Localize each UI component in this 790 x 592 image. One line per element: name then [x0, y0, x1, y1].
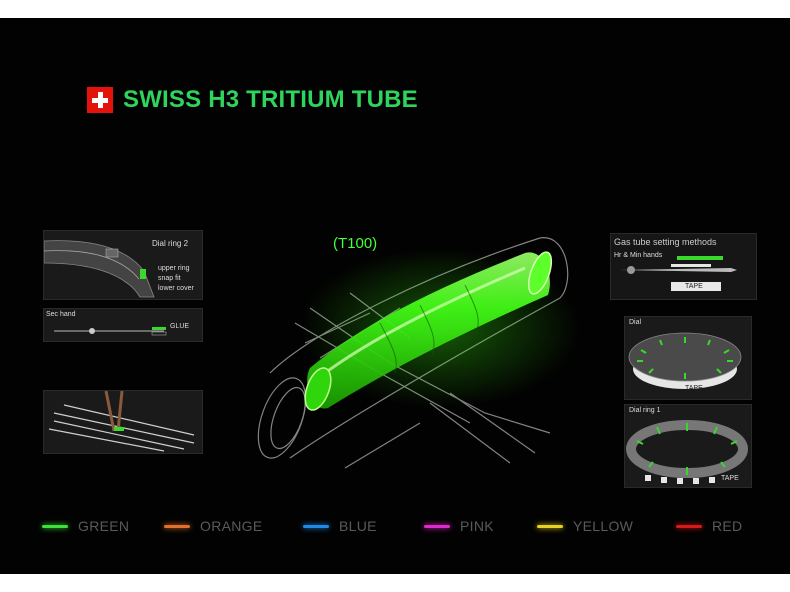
green-swatch: [42, 524, 68, 528]
sec-hand-drawing: [54, 327, 167, 336]
dial-tape-label: TAPE: [685, 385, 703, 392]
dial-ring-2-label: Dial ring 2: [152, 239, 189, 248]
dial-drawing: [628, 332, 742, 389]
setting-methods-title: Gas tube setting methods: [614, 237, 717, 247]
dial-label: Dial: [629, 319, 642, 326]
legend-label-pink: PINK: [460, 518, 494, 534]
yellow-swatch: [537, 524, 563, 528]
legend-item-yellow: YELLOW: [537, 514, 633, 538]
lower-cover-label: lower cover: [158, 285, 194, 292]
legend-item-green: GREEN: [42, 514, 129, 538]
legend-label-yellow: YELLOW: [573, 518, 634, 534]
legend-label-orange: ORANGE: [200, 518, 263, 534]
dial-ring-drawing: [44, 240, 155, 298]
swiss-flag-icon: [87, 87, 113, 113]
page-title: SWISS H3 TRITIUM TUBE: [123, 86, 418, 113]
dial-panel: Dial TAPE: [624, 316, 752, 400]
dial-ring-1-label: Dial ring 1: [629, 407, 661, 414]
hands-assembly-panel: [43, 390, 203, 454]
legend-item-pink: PINK: [424, 514, 494, 538]
legend-item-blue: BLUE: [303, 514, 377, 538]
sec-hand-panel: Sec hand GLUE: [43, 308, 203, 342]
color-legend: GREEN ORANGE BLUE PINK YELLOW RED: [40, 514, 760, 538]
legend-label-green: GREEN: [78, 518, 130, 534]
tweezers-hands-drawing: [48, 391, 195, 452]
dial-ring-1-drawing: [626, 420, 748, 484]
legend-item-red: RED: [676, 514, 742, 538]
orange-swatch: [164, 524, 190, 528]
dial-ring-1-panel: Dial ring 1 TAPE: [624, 404, 752, 488]
dial-ring-panel: Dial ring 2 upper ring snap fit lower co…: [43, 230, 203, 300]
blue-swatch: [303, 524, 329, 528]
legend-label-red: RED: [712, 518, 743, 534]
title-row: SWISS H3 TRITIUM TUBE: [87, 86, 418, 114]
setting-methods-panel: Gas tube setting methods Hr & Min hands …: [610, 233, 757, 300]
glue-label: GLUE: [170, 323, 190, 330]
upper-ring-label: upper ring: [158, 265, 190, 272]
hands-method-drawing: [619, 256, 737, 291]
red-swatch: [676, 524, 702, 528]
snap-fit-label: snap fit: [158, 275, 181, 282]
sec-hand-label: Sec hand: [46, 311, 76, 318]
ring-tape-label: TAPE: [721, 475, 739, 482]
hands-tape-label: TAPE: [685, 283, 703, 290]
legend-item-orange: ORANGE: [164, 514, 262, 538]
product-canvas: SWISS H3 TRITIUM TUBE: [0, 18, 790, 574]
hr-min-hands-label: Hr & Min hands: [614, 252, 663, 259]
tritium-tube-illustration: [257, 237, 580, 469]
legend-label-blue: BLUE: [339, 518, 377, 534]
model-label: (T100): [333, 235, 378, 252]
pink-swatch: [424, 524, 450, 528]
